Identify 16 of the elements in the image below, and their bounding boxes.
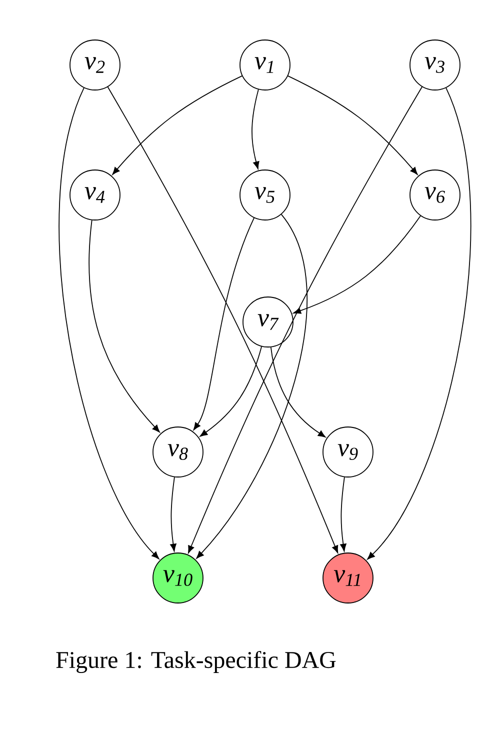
arrow bbox=[88, 220, 160, 432]
arrow bbox=[288, 75, 418, 175]
arrow bbox=[193, 218, 254, 430]
arrow bbox=[188, 86, 422, 554]
arrow bbox=[252, 89, 260, 170]
arrow bbox=[170, 476, 176, 552]
arrow bbox=[200, 346, 262, 437]
arrow bbox=[196, 214, 308, 559]
arrow bbox=[107, 86, 338, 554]
arrow bbox=[270, 346, 326, 438]
arrow bbox=[293, 215, 421, 314]
arrow bbox=[112, 75, 242, 175]
arrow bbox=[367, 87, 471, 560]
caption: Figure 1: Task-specific DAG bbox=[56, 650, 336, 674]
arrow bbox=[59, 87, 160, 560]
arrow bbox=[340, 476, 346, 552]
